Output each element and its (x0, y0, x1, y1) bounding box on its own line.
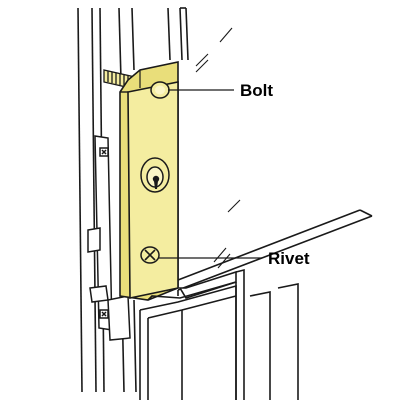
rivet-label: Rivet (268, 249, 310, 268)
leader-lines (158, 89, 262, 259)
rivet-head (140, 246, 160, 264)
bolt-head (150, 81, 170, 99)
glass-reflections (195, 27, 241, 269)
bolt-label: Bolt (240, 81, 273, 100)
door-leaf (139, 209, 373, 400)
lock-cylinder (140, 157, 170, 193)
strike-bracket (87, 135, 131, 341)
